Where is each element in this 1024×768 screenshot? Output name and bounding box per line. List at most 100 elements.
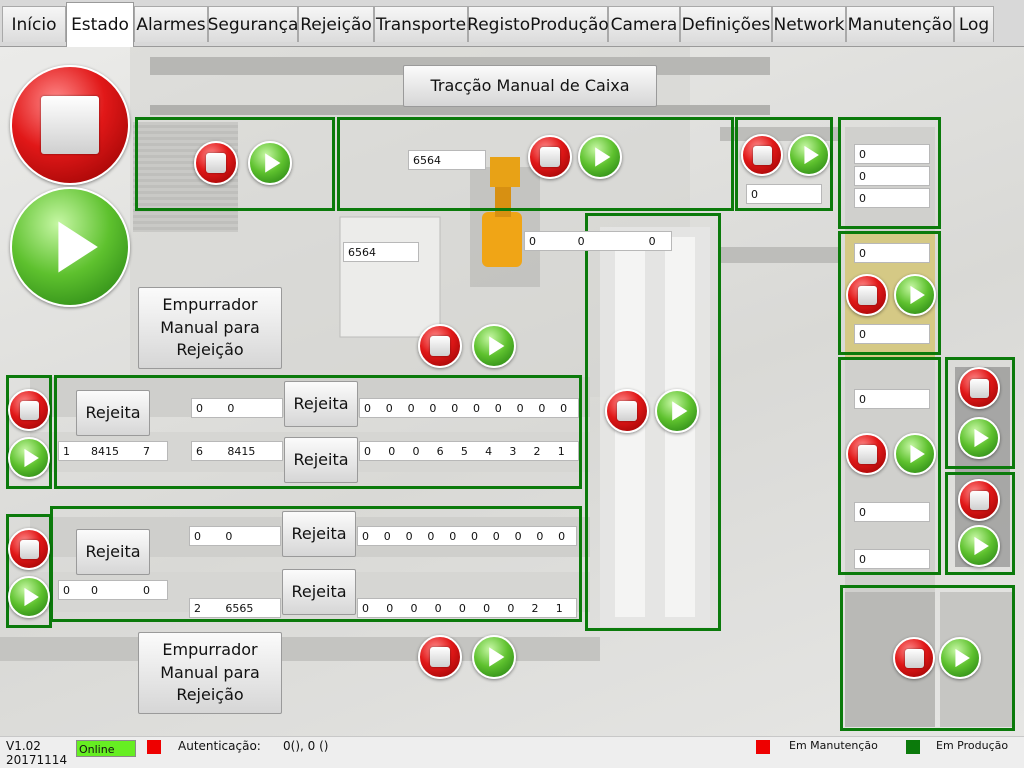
play-icon <box>265 153 281 173</box>
tab-manutencao[interactable]: Manutenção <box>846 6 954 42</box>
master-play-button[interactable] <box>10 187 130 307</box>
counter-cell: 0 <box>388 445 396 458</box>
counter-cell: 0 <box>364 445 371 458</box>
stop-button-bottom-center[interactable] <box>418 635 462 679</box>
stop-icon <box>617 401 637 421</box>
manual-reject-pusher-button-top[interactable]: Empurrador Manual para Rejeição <box>138 287 282 369</box>
stop-button-top-right[interactable] <box>741 134 783 176</box>
zone-frame-line1 <box>54 375 582 489</box>
stop-icon <box>969 378 989 398</box>
play-button-center-vertical[interactable] <box>655 389 699 433</box>
build-label: 20171114 <box>6 753 68 767</box>
reject-button-line1-c[interactable]: Rejeita <box>284 437 358 483</box>
play-button-bottom-center[interactable] <box>472 635 516 679</box>
play-button-right-mid[interactable] <box>894 274 936 316</box>
stop-button-right-mid[interactable] <box>846 274 888 316</box>
stop-icon <box>857 444 877 464</box>
play-button-top-left[interactable] <box>248 141 292 185</box>
play-button-top-right[interactable] <box>788 134 830 176</box>
stop-button-bottom-right[interactable] <box>893 637 935 679</box>
counter-cell: 0 <box>470 530 478 543</box>
counter-robot-platform: 6564 <box>343 242 419 262</box>
tab-seguranca[interactable]: Segurança <box>208 6 298 42</box>
counter-cell: 0 <box>362 602 369 615</box>
stop-button-top-left[interactable] <box>194 141 238 185</box>
tab-log[interactable]: Log <box>954 6 994 42</box>
play-button-robot[interactable] <box>472 324 516 368</box>
play-icon <box>804 145 819 165</box>
tab-registoproducao[interactable]: RegistoProdução <box>467 6 609 42</box>
zone-frame-top-left-conveyor <box>135 117 335 211</box>
maintenance-legend-swatch <box>756 740 770 754</box>
stop-button-right-lower[interactable] <box>846 433 888 475</box>
play-button-line2[interactable] <box>8 576 50 618</box>
counter-cell: 0 <box>364 402 371 415</box>
stop-button-top-center[interactable] <box>528 135 572 179</box>
stop-icon <box>430 647 450 667</box>
reject-button-line2-b[interactable]: Rejeita <box>282 511 356 557</box>
stop-button-robot[interactable] <box>418 324 462 368</box>
counter-cell: 4 <box>485 445 493 458</box>
counter-cell: 0 <box>405 530 413 543</box>
stop-button-right-small-1[interactable] <box>958 367 1000 409</box>
tab-network[interactable]: Network <box>772 6 846 42</box>
counter-cell: 0 <box>194 530 201 543</box>
stop-button-right-small-2[interactable] <box>958 479 1000 521</box>
tab-definicoes[interactable]: Definições <box>680 6 772 42</box>
counter-line1-top-pair: 0 0 <box>191 398 283 418</box>
tab-camera[interactable]: Camera <box>608 6 680 42</box>
status-bar: V1.02 20171114 Online Autenticação: 0(),… <box>0 736 1024 768</box>
auth-label: Autenticação: <box>178 739 261 753</box>
tab-transporte[interactable]: Transporte <box>374 6 468 42</box>
play-button-right-small-2[interactable] <box>958 525 1000 567</box>
counter-cell: 8415 <box>91 445 119 458</box>
manual-reject-pusher-button-bottom[interactable]: Empurrador Manual para Rejeição <box>138 632 282 714</box>
counter-cell: 1 <box>555 602 563 615</box>
stop-icon <box>969 490 989 510</box>
counter-cell: 0 <box>472 402 480 415</box>
manual-box-traction-button[interactable]: Tracção Manual de Caixa <box>403 65 657 107</box>
counter-cell: 0 <box>514 530 522 543</box>
counter-line2-left: 0 0 0 <box>58 580 168 600</box>
tab-alarmes[interactable]: Alarmes <box>134 6 208 42</box>
counter-cell: 0 <box>386 602 394 615</box>
play-button-right-small-1[interactable] <box>958 417 1000 459</box>
counter-cell: 0 <box>385 402 393 415</box>
counter-right-lower-3: 0 <box>854 549 930 569</box>
stop-button-line1[interactable] <box>8 389 50 431</box>
tab-inicio[interactable]: Início <box>2 6 66 42</box>
master-stop-button[interactable] <box>10 65 130 185</box>
play-button-line1[interactable] <box>8 437 50 479</box>
play-button-right-lower[interactable] <box>894 433 936 475</box>
play-button-bottom-right[interactable] <box>939 637 981 679</box>
counter-line2-queue-bottom: 0 0 0 0 0 0 0 2 1 <box>357 598 577 618</box>
reject-button-line1-b[interactable]: Rejeita <box>284 381 358 427</box>
reject-button-line1-a[interactable]: Rejeita <box>76 390 150 436</box>
play-icon <box>489 647 505 667</box>
counter-row-center: 0 0 0 <box>524 231 672 251</box>
counter-right-lower-2: 0 <box>854 502 930 522</box>
counter-cell: 0 <box>196 402 203 415</box>
counter-cell: 8415 <box>227 445 256 458</box>
reject-button-line2-a[interactable]: Rejeita <box>76 529 150 575</box>
play-icon <box>910 285 925 305</box>
tab-rejeicao[interactable]: Rejeição <box>298 6 374 42</box>
counter-cell: 0 <box>458 602 466 615</box>
counter-cell: 0 <box>63 584 70 597</box>
plant-overview: Tracção Manual de Caixa Empurrador Manua… <box>0 47 1024 736</box>
tab-estado[interactable]: Estado <box>66 2 134 47</box>
stop-icon <box>206 153 226 173</box>
counter-cell: 0 <box>427 530 435 543</box>
play-icon <box>489 336 505 356</box>
counter-cell: 0 <box>538 402 546 415</box>
zone-frame-right-yellow <box>838 231 941 355</box>
reject-button-line2-c[interactable]: Rejeita <box>282 569 356 615</box>
stop-button-line2[interactable] <box>8 528 50 570</box>
zone-frame-center-vertical <box>585 213 721 631</box>
counter-cell: 6565 <box>225 602 254 615</box>
counter-cell: 0 <box>536 530 544 543</box>
counter-cell: 0 <box>227 402 235 415</box>
stop-button-center-vertical[interactable] <box>605 389 649 433</box>
play-button-top-center[interactable] <box>578 135 622 179</box>
counter-cell: 7 <box>143 445 150 458</box>
